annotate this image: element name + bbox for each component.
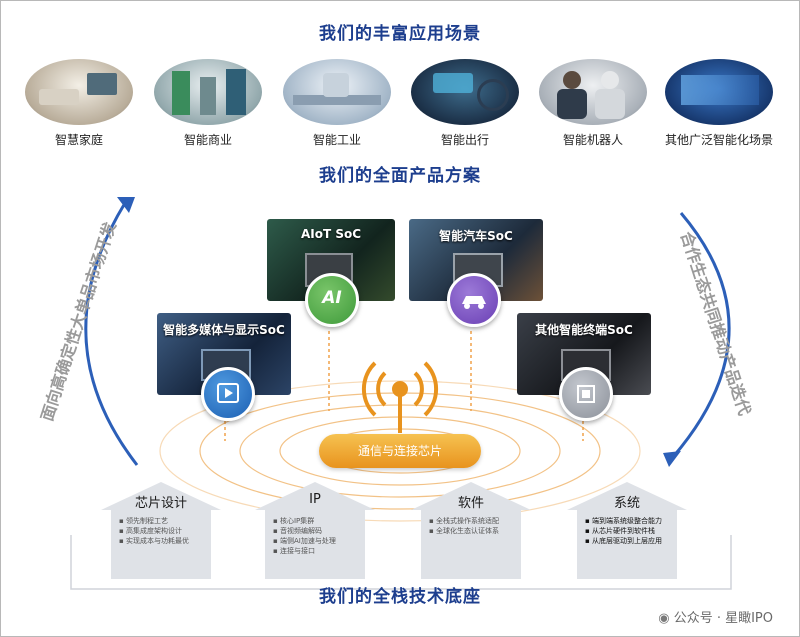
media-soc-card: 智能多媒体与显示SoC <box>157 313 291 395</box>
chip-icon <box>559 367 613 421</box>
pillar-arrow-system <box>567 482 687 579</box>
connector-lines <box>224 331 584 441</box>
right-arc-arrow <box>671 212 731 458</box>
smart-commerce-image <box>154 59 262 125</box>
watermark-text: 公众号 · 星瞰IPO <box>673 611 773 626</box>
right-arrowhead-icon <box>663 451 681 467</box>
pillar-arrow-design <box>101 482 221 579</box>
left-arrowhead-icon <box>117 197 135 213</box>
connectivity-chip-hub: 通信与连接芯片 <box>319 434 481 468</box>
pillar-title-design: 芯片设计 <box>134 496 187 511</box>
wechat-icon: ◉ <box>658 611 670 626</box>
aiot-soc-label: AIoT SoC <box>300 227 362 241</box>
ai-chip-icon: AI <box>305 273 359 327</box>
pillar-bullets-design: ▪ 领先制程工艺▪ 高集成度架构设计▪ 实现成本与功耗最优 <box>119 517 189 545</box>
scenario-label-mobility: 智能出行 <box>440 133 489 147</box>
pillar-title-ip: IP <box>309 492 321 507</box>
terminal-soc-label: 其他智能终端SoC <box>535 323 633 337</box>
auto-soc-label: 智能汽车SoC <box>439 229 513 243</box>
left-arc-arrow <box>84 202 139 466</box>
pillar-title-system: 系统 <box>613 496 640 511</box>
broadcast-tower-icon <box>361 361 439 433</box>
tech-title: 我们的全栈技术底座 <box>319 587 481 607</box>
scenario-label-commerce: 智能商业 <box>183 133 232 147</box>
scenario-label-home: 智慧家庭 <box>54 133 103 147</box>
scenarios-title: 我们的丰富应用场景 <box>319 24 481 44</box>
pillar-arrow-software <box>411 482 531 579</box>
smart-industry-image <box>283 59 391 125</box>
pillar-bullets-ip: ▪ 核心IP集群▪ 音视频编解码▪ 端侧AI加速与处理▪ 连接与接口 <box>273 517 336 555</box>
scenario-label-robot: 智能机器人 <box>562 133 623 147</box>
products-title: 我们的全面产品方案 <box>319 166 481 186</box>
car-icon <box>447 273 501 327</box>
scenario-label-industry: 智能工业 <box>312 133 361 147</box>
smart-mobility-image <box>411 59 519 125</box>
other-scenarios-image <box>665 59 773 125</box>
smart-robot-image <box>539 59 647 125</box>
pillar-title-software: 软件 <box>457 496 484 511</box>
platform-bracket <box>70 535 732 590</box>
media-soc-label: 智能多媒体与显示SoC <box>163 323 285 337</box>
smart-home-image <box>25 59 133 125</box>
pillar-arrow-ip <box>255 482 375 579</box>
watermark: ◉ 公众号 · 星瞰IPO <box>658 607 773 626</box>
ai-icon-mark: AI <box>322 288 342 308</box>
pillar-bullets-software: ▪ 全栈式操作系统适配▪ 全球化生态认证体系 <box>429 517 499 535</box>
pillar-bullets-system: ▪ 端到端系统级整合能力▪ 从芯片硬件到软件栈▪ 从底层驱动到上层应用 <box>585 517 662 545</box>
media-play-icon <box>201 367 255 421</box>
scenario-label-other: 其他广泛智能化场景 <box>664 133 773 147</box>
